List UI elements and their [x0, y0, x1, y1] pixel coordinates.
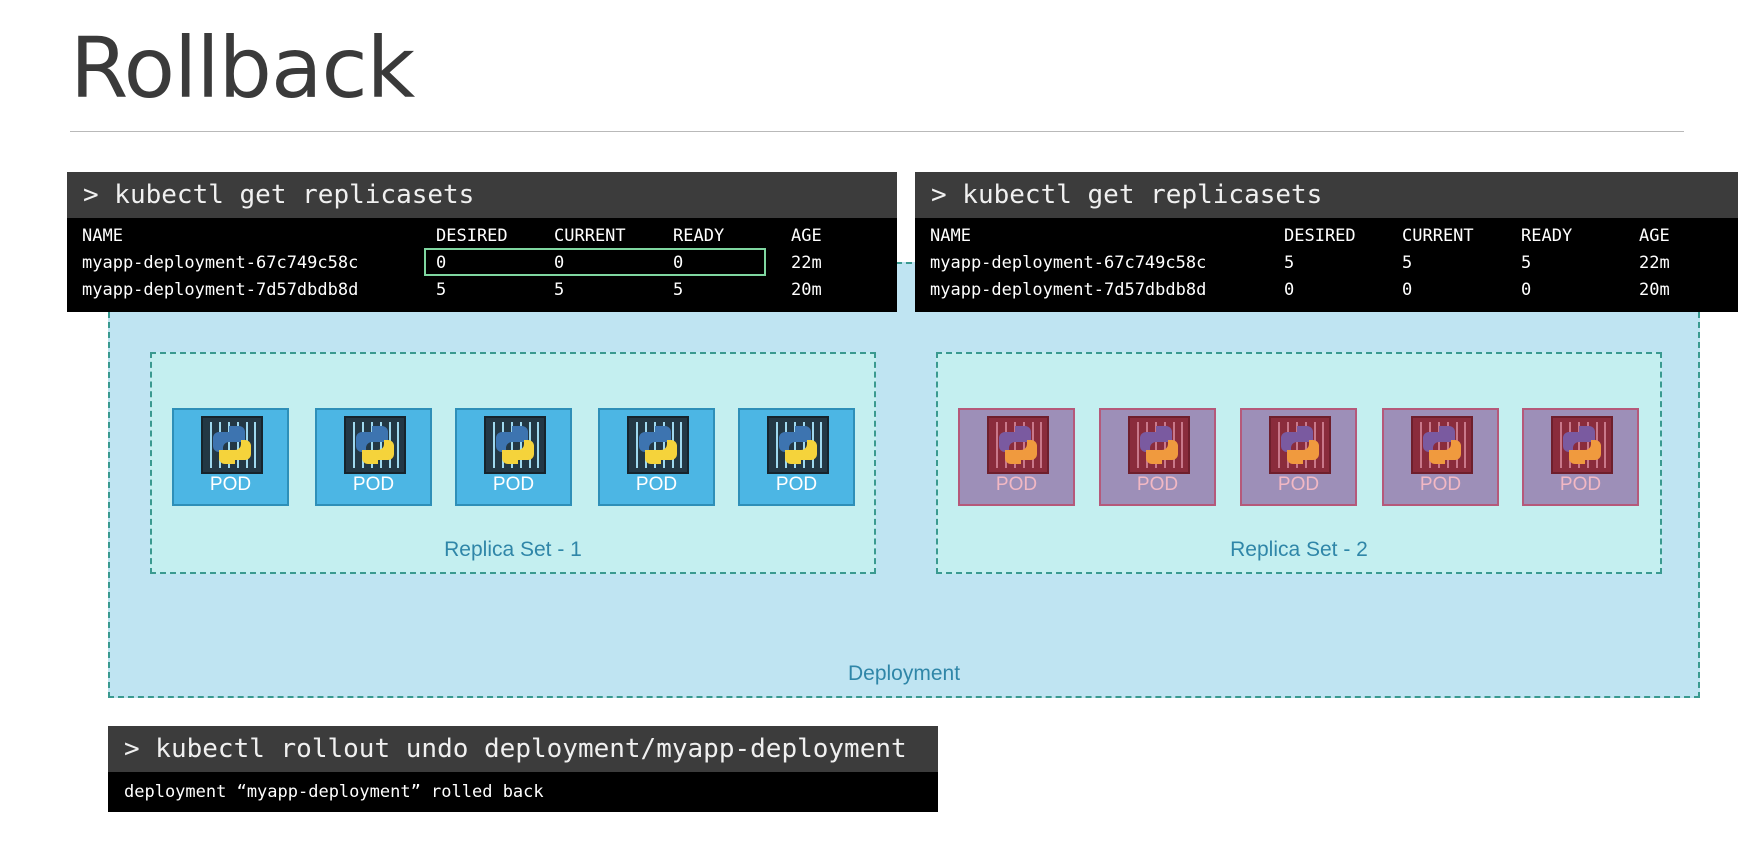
python-icon — [987, 416, 1049, 474]
table-cell: 22m — [791, 253, 822, 273]
column-header: CURRENT — [1402, 226, 1474, 246]
pod-label: POD — [209, 474, 252, 495]
terminal-command: > kubectl get replicasets — [915, 172, 1738, 218]
terminal-output: NAME DESIRED CURRENT READY AGE myapp-dep… — [915, 218, 1738, 312]
replica-set-label: Replica Set - 2 — [1230, 538, 1368, 561]
pod-label: POD — [1559, 474, 1602, 495]
table-cell: 0 — [673, 253, 684, 273]
table-cell: 0 — [1521, 280, 1532, 300]
python-icon — [767, 416, 829, 474]
table-cell: 5 — [1284, 253, 1295, 273]
page-title: Rollback — [70, 19, 415, 117]
column-header: NAME — [930, 226, 971, 246]
table-cell: 0 — [1284, 280, 1295, 300]
terminal-bottom: > kubectl rollout undo deployment/myapp-… — [108, 726, 938, 812]
column-header: READY — [673, 226, 725, 246]
python-icon — [344, 416, 406, 474]
pod-label: POD — [352, 474, 395, 495]
pod-label: POD — [1419, 474, 1462, 495]
terminal-left: > kubectl get replicasets NAME DESIRED C… — [67, 172, 897, 312]
table-cell: myapp-deployment-7d57dbdb8d — [82, 280, 359, 300]
pod-label: POD — [1277, 474, 1320, 495]
terminal-command: > kubectl rollout undo deployment/myapp-… — [108, 726, 938, 772]
python-icon — [1128, 416, 1190, 474]
terminal-output-text: deployment “myapp-deployment” rolled bac… — [124, 782, 544, 802]
table-cell: 0 — [436, 253, 447, 273]
python-icon — [1411, 416, 1473, 474]
table-cell: 5 — [1521, 253, 1532, 273]
table-cell: 0 — [554, 253, 565, 273]
terminal-right: > kubectl get replicasets NAME DESIRED C… — [915, 172, 1738, 312]
table-cell: 0 — [1402, 280, 1413, 300]
python-icon — [627, 416, 689, 474]
pod: POD — [738, 408, 855, 506]
pod-label: POD — [635, 474, 678, 495]
table-cell: myapp-deployment-67c749c58c — [82, 253, 359, 273]
pod: POD — [315, 408, 432, 506]
pod-label: POD — [1136, 474, 1179, 495]
replica-set-1: POD POD POD POD POD Replica Set - 1 — [150, 352, 876, 574]
table-cell: 20m — [1639, 280, 1670, 300]
table-cell: 5 — [554, 280, 565, 300]
pod: POD — [455, 408, 572, 506]
column-header: AGE — [791, 226, 822, 246]
column-header: CURRENT — [554, 226, 626, 246]
pod: POD — [1522, 408, 1639, 506]
deployment-label: Deployment — [847, 662, 961, 685]
replica-set-label: Replica Set - 1 — [444, 538, 582, 561]
pod: POD — [1382, 408, 1499, 506]
pod: POD — [1240, 408, 1357, 506]
pod: POD — [958, 408, 1075, 506]
table-cell: myapp-deployment-67c749c58c — [930, 253, 1207, 273]
table-cell: 5 — [436, 280, 447, 300]
replica-set-2: POD POD POD POD POD Replica Set - 2 — [936, 352, 1662, 574]
terminal-command: > kubectl get replicasets — [67, 172, 897, 218]
deployment-box: POD POD POD POD POD Replica Set - 1 — [108, 262, 1700, 698]
title-divider — [70, 131, 1684, 132]
pod: POD — [1099, 408, 1216, 506]
terminal-output: deployment “myapp-deployment” rolled bac… — [108, 772, 938, 812]
pod-label: POD — [995, 474, 1038, 495]
pod: POD — [598, 408, 715, 506]
table-cell: 5 — [1402, 253, 1413, 273]
column-header: AGE — [1639, 226, 1670, 246]
table-cell: myapp-deployment-7d57dbdb8d — [930, 280, 1207, 300]
table-cell: 20m — [791, 280, 822, 300]
highlight-box — [424, 248, 766, 276]
python-icon — [484, 416, 546, 474]
terminal-output: NAME DESIRED CURRENT READY AGE myapp-dep… — [67, 218, 897, 312]
python-icon — [201, 416, 263, 474]
pod-label: POD — [492, 474, 535, 495]
table-cell: 22m — [1639, 253, 1670, 273]
pod-label: POD — [775, 474, 818, 495]
column-header: DESIRED — [436, 226, 508, 246]
column-header: NAME — [82, 226, 123, 246]
column-header: READY — [1521, 226, 1573, 246]
python-icon — [1551, 416, 1613, 474]
table-cell: 5 — [673, 280, 684, 300]
column-header: DESIRED — [1284, 226, 1356, 246]
python-icon — [1269, 416, 1331, 474]
pod: POD — [172, 408, 289, 506]
